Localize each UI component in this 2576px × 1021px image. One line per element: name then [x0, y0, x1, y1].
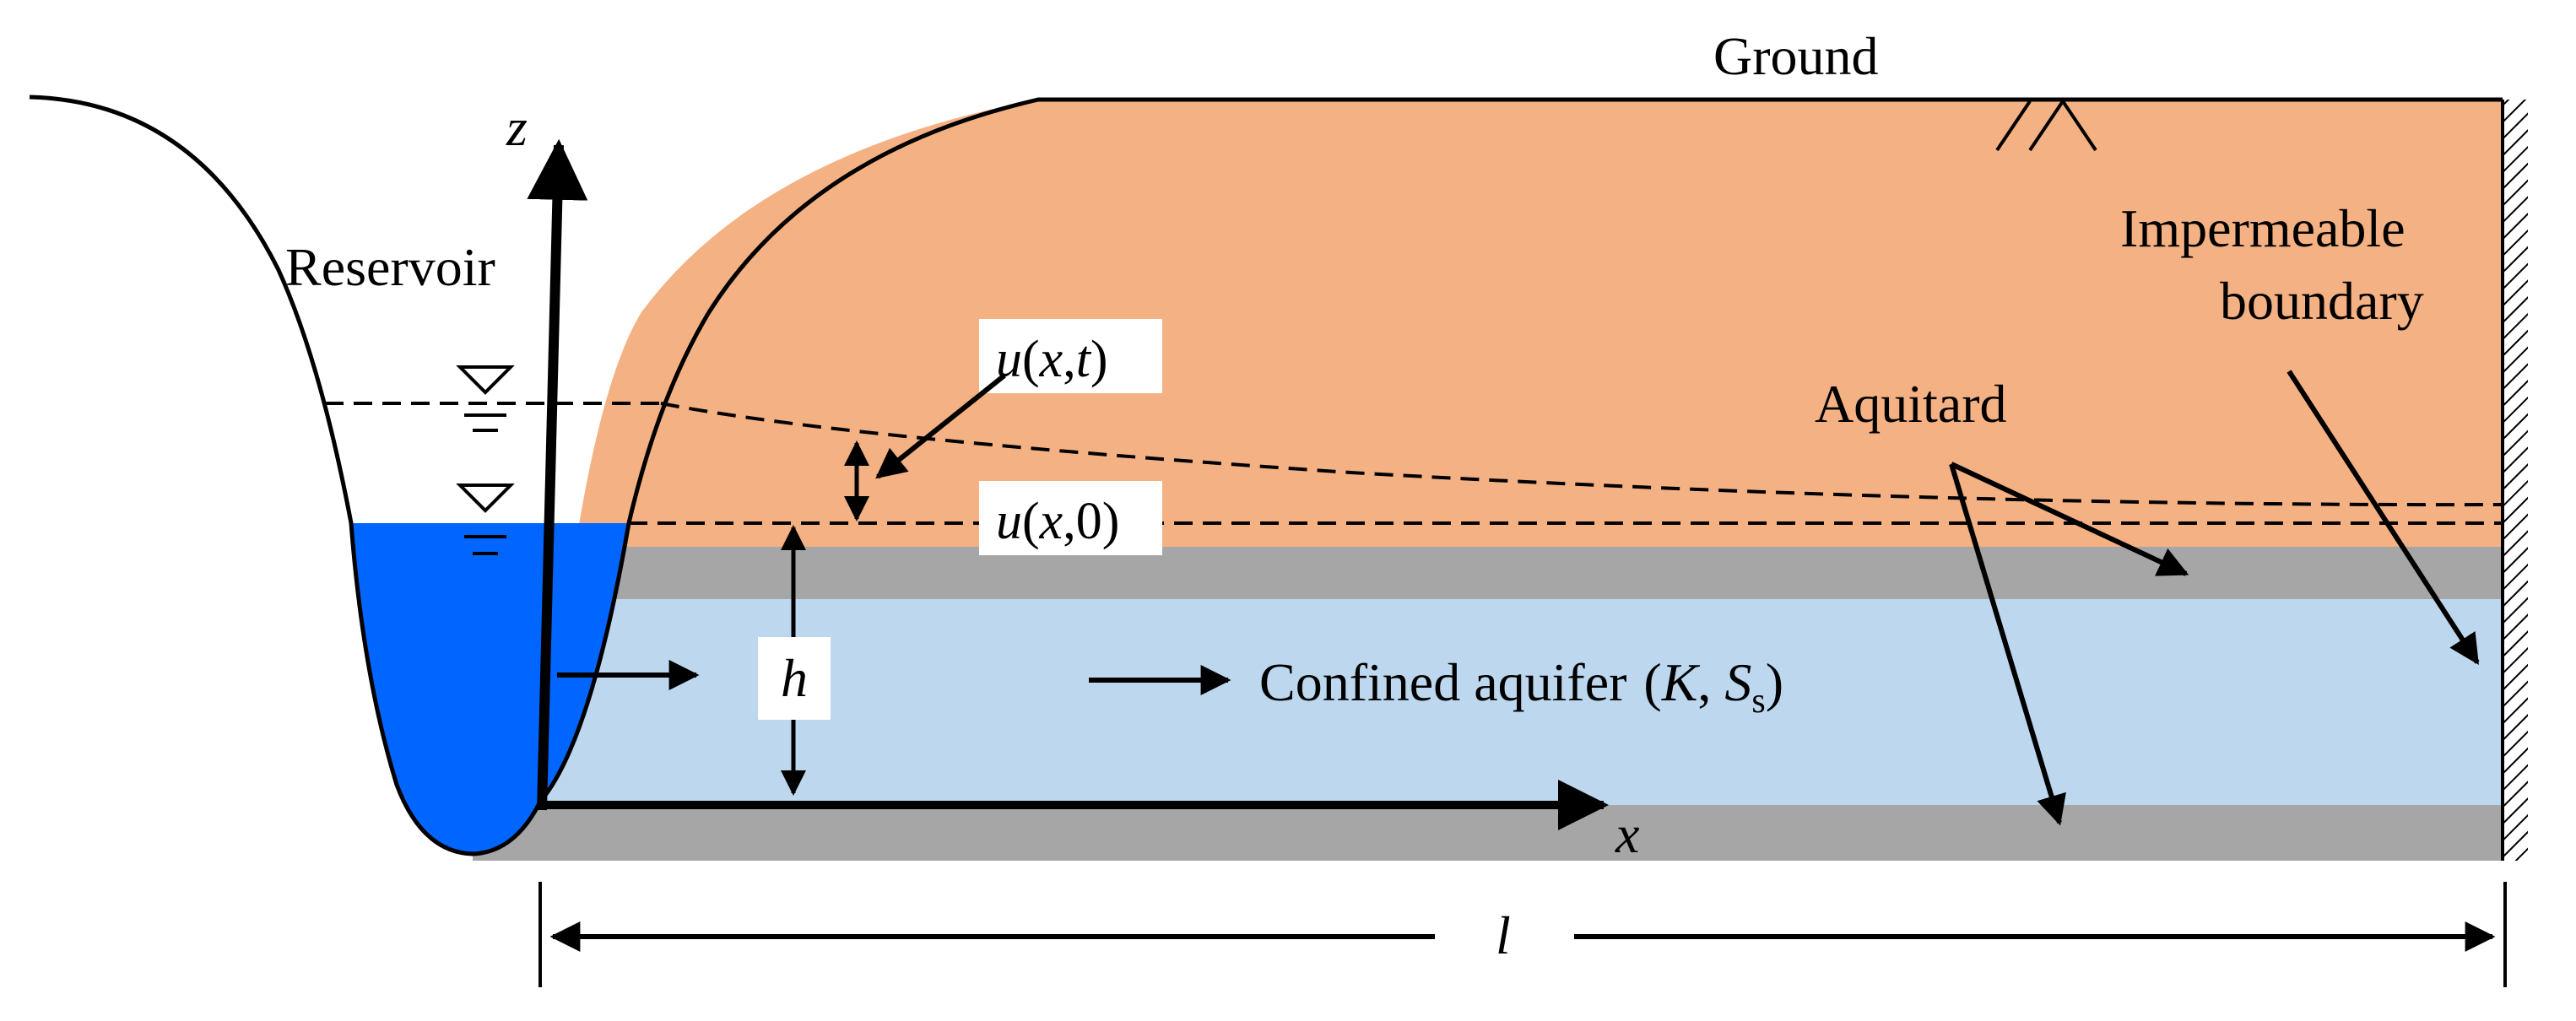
water-level-symbol-upper [456, 365, 515, 432]
thickness-label: h [781, 648, 808, 708]
x-axis-label: x [1615, 804, 1639, 864]
reservoir-label: Reservoir [285, 237, 495, 297]
u-x-t-label-box [979, 319, 1162, 393]
z-axis [527, 138, 588, 811]
soil-layer [542, 100, 2503, 856]
impermeable-boundary-label-line1: Impermeable [2120, 198, 2406, 258]
head-curve-u-x-t [660, 402, 2503, 507]
aquitard-label: Aquitard [1815, 374, 2007, 434]
ground-label: Ground [1713, 26, 1879, 86]
water-level-symbol-lower [456, 483, 515, 555]
lower-aquitard [473, 805, 2503, 861]
ground-surface-mark [1995, 100, 2097, 152]
length-label: l [1496, 905, 1511, 965]
u-x-0-label-box [979, 481, 1162, 555]
aquitard-pointer-lower [1949, 463, 2066, 826]
z-axis-label: z [506, 97, 528, 157]
impermeable-boundary-label-line2: boundary [2220, 271, 2424, 331]
u-x-t-pointer-arrow [875, 373, 1006, 479]
u-x-0-label: u(x,0) [996, 493, 1119, 550]
impermeable-boundary-hatch [2503, 100, 2528, 861]
aquitard-pointer-upper [1950, 462, 2189, 576]
upper-aquitard [542, 547, 2503, 599]
impermeable-boundary-pointer-arrow [2286, 370, 2480, 666]
confined-aquifer-layer [542, 599, 2503, 805]
confined-aquifer-label: Confined aquifer(K,Ss) [1259, 652, 1783, 721]
thickness-label-box [758, 637, 831, 720]
ground-outline [29, 95, 2503, 856]
u-x-t-label: u(x,t) [996, 331, 1108, 388]
